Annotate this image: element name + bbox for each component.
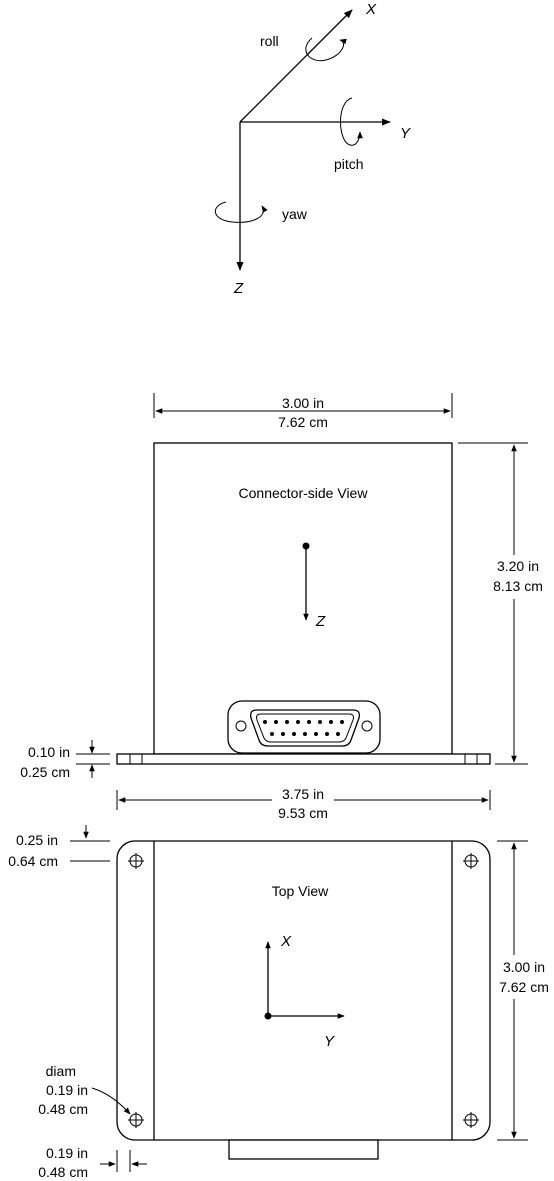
connector-pins [263,720,344,736]
connector-pin [263,720,267,724]
depth-in-label: 3.00 in [503,959,545,975]
pitch-rotation-arrow-icon [340,97,363,146]
depth-label-bg [494,955,552,999]
connector-pin [292,732,296,736]
diam-label: diam [46,1063,76,1079]
yaw-label: yaw [282,206,308,222]
mount-hole-top-right-icon [463,853,479,869]
connector-pin [325,732,329,736]
mount-hole-top-left-icon [128,853,144,869]
pitch-label: pitch [334,156,364,172]
connector-pin [270,732,274,736]
connector-pin [281,732,285,736]
db-connector-icon [227,700,381,754]
width-in-label: 3.00 in [282,395,324,411]
base-plate [116,753,491,765]
connector-pin [307,720,311,724]
edge-in-label: 0.19 in [46,1145,88,1161]
connector-pin [285,720,289,724]
overall-label-bg [272,784,334,824]
height-cm-label: 8.13 cm [493,578,543,594]
top-view: Top View X Y 0.25 in 0.64 cm 3.00 in 7.6… [8,825,552,1180]
connector-pin [274,720,278,724]
hole-offset-in-label: 0.25 in [16,832,58,848]
top-view-title: Top View [272,883,329,899]
diam-cm-label: 0.48 cm [38,1101,88,1117]
connector-flange [227,700,381,754]
roll-rotation-arrow-icon [305,37,347,62]
connector-screw-right [361,720,373,732]
z-axis-label: Z [233,280,244,297]
hole-offset-cm-label: 0.64 cm [8,853,58,869]
base-thickness-cm-label: 0.25 cm [20,764,70,780]
x-axis-label: X [365,1,377,18]
overall-cm-label: 9.53 cm [278,805,328,821]
yaw-rotation-arrow-icon [215,201,268,223]
mount-hole-bottom-left-icon [128,1112,144,1128]
connector-shell [249,709,361,747]
connector-pin [318,720,322,724]
roll-label: roll [260,33,279,49]
connector-pin [336,732,340,736]
edge-cm-label: 0.48 cm [38,1164,88,1180]
y-axis-label: Y [400,125,411,142]
mount-hole-bottom-right-icon [463,1112,479,1128]
connector-screw-left [235,720,247,732]
diam-in-label: 0.19 in [46,1082,88,1098]
x-axis-arrow [239,9,353,123]
x-axis-top-label: X [280,933,292,950]
connector-pin [314,732,318,736]
height-in-label: 3.20 in [497,558,539,574]
axis-diagram: X Y Z roll pitch yaw [215,1,411,297]
y-axis-top-label: Y [324,1033,335,1050]
depth-cm-label: 7.62 cm [499,979,549,995]
connector-pin [296,720,300,724]
diam-leader-arrow [91,1087,131,1115]
connector-pin [329,720,333,724]
z-axis-side-label: Z [315,613,326,630]
height-label-bg [488,555,548,599]
connector-inner [256,713,354,743]
connector-pin [303,732,307,736]
base-thickness-in-label: 0.10 in [28,744,70,760]
connector-view-title: Connector-side View [239,485,369,501]
connector-side-view: 3.00 in 7.62 cm Connector-side View Z 3.… [20,393,548,824]
connector-protrusion [228,1139,379,1160]
width-cm-label: 7.62 cm [278,414,328,430]
connector-pin [340,720,344,724]
overall-in-label: 3.75 in [282,786,324,802]
